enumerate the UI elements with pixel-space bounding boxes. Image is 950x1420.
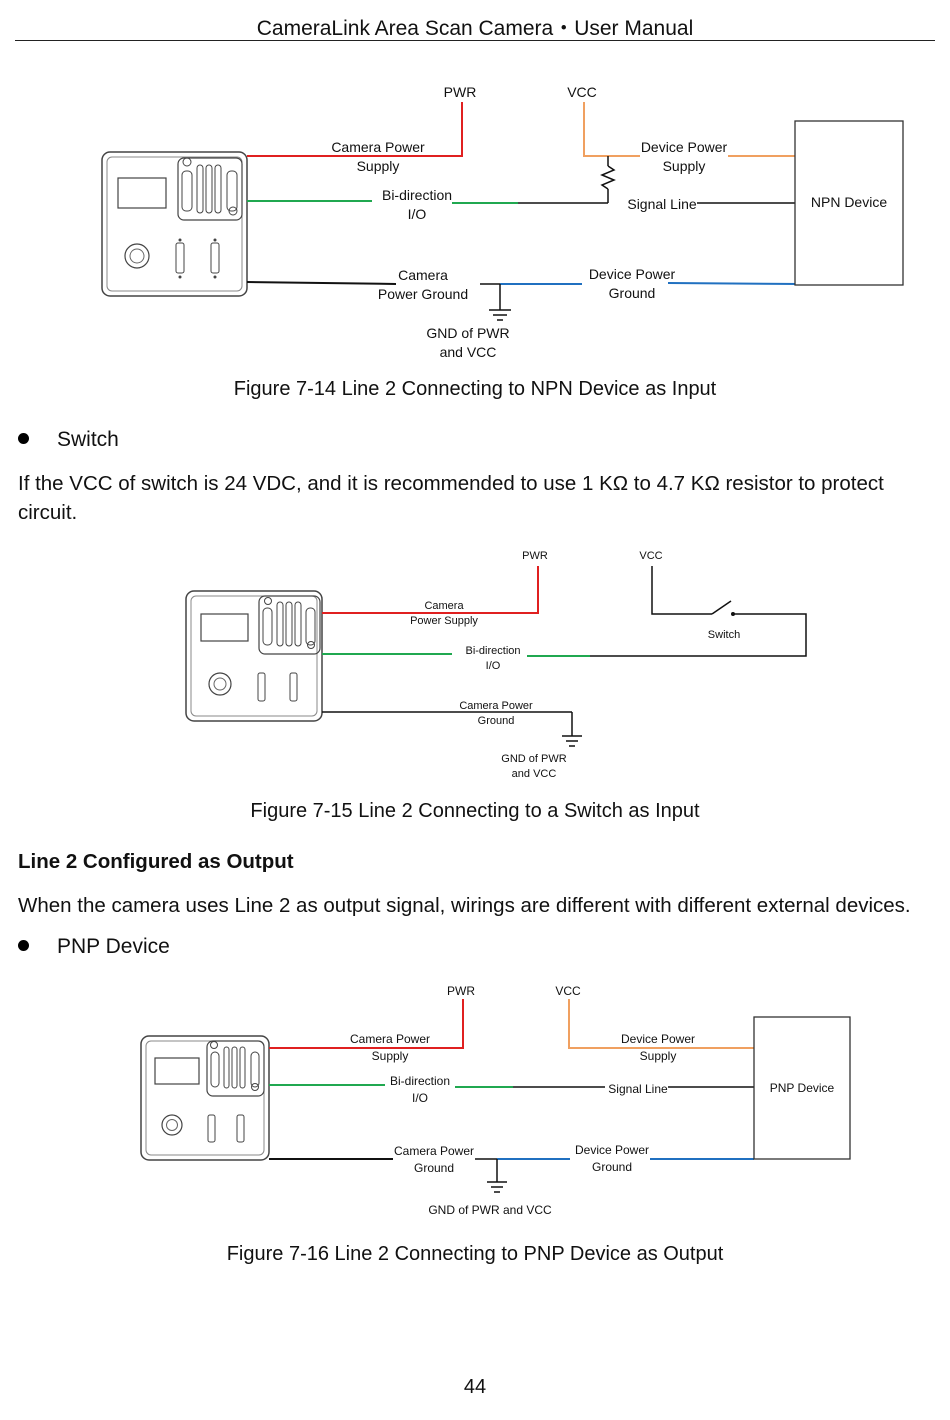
bullet-dot xyxy=(18,939,29,951)
camera-power-supply-label-2: Supply xyxy=(357,158,400,174)
camera-power-ground-label-2: Power Ground xyxy=(378,286,468,302)
device-power-supply-label-2: Supply xyxy=(640,1049,677,1063)
camera-power-ground-label: Camera Power xyxy=(459,700,533,712)
page-number: 44 xyxy=(463,1376,487,1398)
device-power-ground-label-2: Ground xyxy=(592,1160,632,1174)
gnd-label-2: and VCC xyxy=(440,344,497,360)
gnd-label-2: and VCC xyxy=(512,768,557,780)
gnd-label: GND of PWR xyxy=(426,325,509,341)
bullet-dot xyxy=(18,432,29,444)
ground-symbol xyxy=(562,712,582,747)
figure-7-14-diagram: PWR VCC Camera Power Supply Bi-direction… xyxy=(101,84,904,360)
camera-power-wire xyxy=(247,102,463,157)
figure-7-15-caption: Figure 7-15 Line 2 Connecting to a Switc… xyxy=(250,800,700,822)
camera-power-supply-label-2: Supply xyxy=(372,1049,409,1063)
device-ground-wire-right xyxy=(667,282,801,285)
switch-blade xyxy=(711,600,732,615)
pnp-device-box xyxy=(753,1016,851,1160)
gnd-label: GND of PWR and VCC xyxy=(428,1203,552,1217)
camera-power-ground-label: Camera Power xyxy=(394,1144,474,1158)
camera-power-wire xyxy=(269,999,464,1049)
figure-7-16-diagram: PWR VCC Camera Power Supply Bi-direction… xyxy=(140,984,851,1217)
camera-power-wire xyxy=(322,566,539,614)
camera-power-supply-label: Camera xyxy=(424,600,464,612)
pwr-label: PWR xyxy=(444,84,477,100)
bi-direction-label: Bi-direction xyxy=(465,645,520,657)
switch-note: If the VCC of switch is 24 VDC, and it i… xyxy=(18,472,884,524)
section-heading: Line 2 Configured as Output xyxy=(18,850,294,873)
ground-symbol xyxy=(489,284,511,321)
figure-7-15-diagram: PWR VCC Camera Power Supply Bi-direction… xyxy=(185,550,807,780)
bullet-switch: Switch xyxy=(18,428,119,452)
bi-direction-label: Bi-direction xyxy=(390,1074,450,1088)
device-power-supply-label: Device Power xyxy=(641,139,728,155)
figure-7-16-caption: Figure 7-16 Line 2 Connecting to PNP Dev… xyxy=(226,1243,724,1265)
camera-power-ground-label-2: Ground xyxy=(478,715,515,727)
pwr-label: PWR xyxy=(447,984,475,998)
bullet-switch-label: Switch xyxy=(57,428,119,451)
camera-power-supply-label-2: Power Supply xyxy=(410,615,478,627)
signal-line-label: Signal Line xyxy=(608,1082,668,1096)
device-power-supply-label: Device Power xyxy=(621,1032,695,1046)
bullet-pnp: PNP Device xyxy=(18,935,170,959)
camera-power-ground-label-2: Ground xyxy=(414,1161,454,1175)
camera-icon xyxy=(185,590,323,722)
camera-ground-wire xyxy=(246,281,397,285)
vcc-wire xyxy=(583,102,640,157)
device-power-supply-label-2: Supply xyxy=(663,158,706,174)
vcc-label: VCC xyxy=(555,984,581,998)
switch-label: Switch xyxy=(708,629,740,641)
output-note: When the camera uses Line 2 as output si… xyxy=(18,894,911,917)
bi-direction-label-2: I/O xyxy=(486,660,501,672)
vcc-wire xyxy=(651,566,712,615)
gnd-label: GND of PWR xyxy=(501,753,566,765)
camera-power-supply-label: Camera Power xyxy=(331,139,425,155)
pullup-resistor xyxy=(600,165,616,190)
camera-power-ground-label: Camera xyxy=(398,267,448,283)
bi-direction-label-2: I/O xyxy=(412,1091,428,1105)
vcc-wire xyxy=(568,999,754,1049)
bi-direction-label-2: I/O xyxy=(408,206,427,222)
figure-7-14-caption: Figure 7-14 Line 2 Connecting to NPN Dev… xyxy=(233,378,717,400)
device-power-ground-label: Device Power xyxy=(589,266,676,282)
vcc-label: VCC xyxy=(567,84,597,100)
pnp-device-label: PNP Device xyxy=(770,1081,835,1095)
bi-direction-label: Bi-direction xyxy=(382,187,452,203)
signal-line-label: Signal Line xyxy=(627,196,696,212)
camera-icon xyxy=(140,1035,270,1161)
ground-symbol xyxy=(487,1159,507,1193)
switch-contact xyxy=(731,612,735,616)
device-power-ground-label-2: Ground xyxy=(609,285,656,301)
camera-power-supply-label: Camera Power xyxy=(350,1032,430,1046)
vcc-label: VCC xyxy=(639,550,662,562)
npn-device-box xyxy=(794,120,904,286)
npn-device-label: NPN Device xyxy=(811,194,887,210)
page-header: CameraLink Area Scan Camera・User Manual xyxy=(256,17,694,40)
switch-return-wire xyxy=(590,613,807,657)
camera-icon xyxy=(101,151,248,297)
device-power-ground-label: Device Power xyxy=(575,1143,649,1157)
bullet-pnp-label: PNP Device xyxy=(57,935,170,958)
header-divider xyxy=(15,40,935,41)
pwr-label: PWR xyxy=(522,550,548,562)
